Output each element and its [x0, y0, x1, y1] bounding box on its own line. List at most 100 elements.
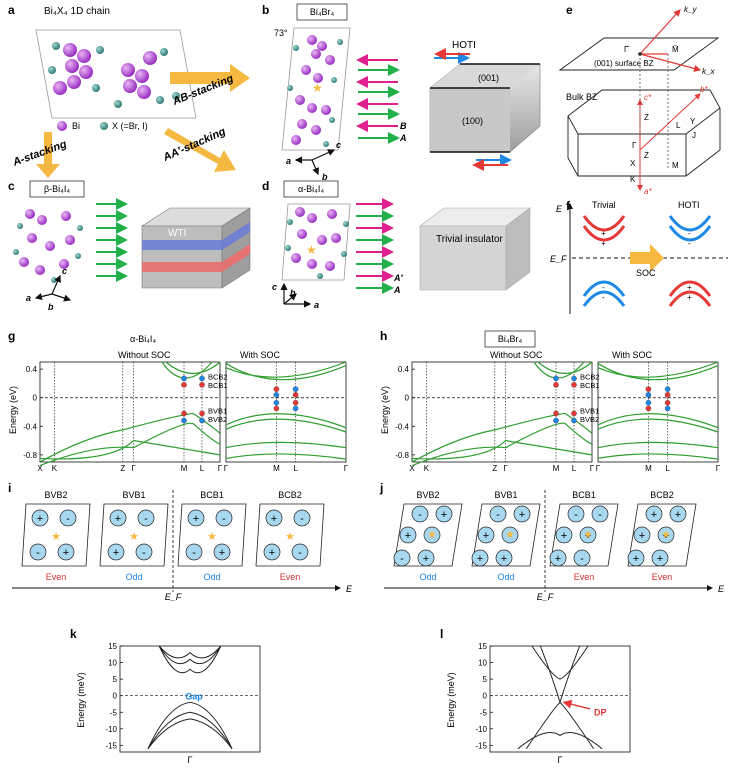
- band-line-soc: [225, 413, 347, 429]
- orbital-circle: [185, 543, 203, 561]
- band-edge-dot-soc: [273, 399, 280, 406]
- svg-text:+: +: [687, 283, 692, 292]
- label-A: A: [399, 133, 407, 143]
- band-line: [39, 439, 221, 460]
- band-edge-dot: [553, 417, 559, 424]
- panel-g: g α-Bi₄I₄ Without SOC With SOC Energy (e…: [8, 329, 349, 473]
- bz-M: M: [672, 161, 679, 170]
- orbital-circle: [215, 509, 233, 527]
- ef-axis-label: E_F: [165, 592, 182, 602]
- orbital-circle: [477, 526, 495, 544]
- orbital-sign: -: [508, 530, 512, 542]
- svg-text:-: -: [688, 229, 691, 238]
- chain-atoms: [48, 42, 180, 108]
- f-trivial-label: Trivial: [592, 200, 616, 210]
- bulk-bz: [567, 54, 721, 191]
- orbital-sign: -: [36, 547, 40, 559]
- band-edge-dot-soc: [645, 392, 652, 398]
- panel-label-g: g: [8, 329, 15, 343]
- band-edge-dot-soc: [645, 405, 652, 412]
- x-label: Γ: [558, 755, 563, 765]
- state-name: BCB1: [200, 490, 224, 500]
- state-name: BCB2: [278, 490, 302, 500]
- orbital-circle: [471, 549, 489, 567]
- panel-label-i: i: [8, 481, 11, 495]
- orbital-sign: +: [113, 547, 119, 559]
- orbital-sign: +: [561, 530, 567, 542]
- band-line-soc: [597, 361, 719, 378]
- edge-band: [158, 645, 222, 659]
- k-label: L: [200, 464, 205, 473]
- state-name: BVB1: [122, 490, 145, 500]
- band-edge-dot-soc: [292, 405, 299, 412]
- dp-label: DP: [594, 708, 607, 718]
- inversion-star: ★: [312, 81, 323, 95]
- edge-frame: [489, 645, 631, 753]
- orbital-circle: [495, 549, 513, 567]
- ytick-label: -0.8: [23, 451, 37, 460]
- panel-d-title-box: [283, 180, 339, 198]
- orbital-circle: [135, 543, 153, 561]
- band-edge-dot-soc: [292, 399, 299, 406]
- edge-band: [517, 732, 603, 750]
- band-edge-dot-soc: [664, 405, 671, 412]
- gamma-bar: Γ̄: [624, 45, 630, 54]
- orbital-circle: [573, 549, 591, 567]
- inversion-star: ★: [661, 529, 671, 541]
- ytick-label: 0.4: [26, 365, 38, 374]
- panel-i: i BVB2+--+★EvenBVB1+-+-★OddBCB1+--+★OddB…: [8, 481, 353, 602]
- parity-label: Odd: [203, 572, 220, 582]
- h-ylabel: Energy (eV): [380, 386, 390, 434]
- band-line-soc: [597, 362, 719, 381]
- axis-d-c: c: [272, 282, 277, 292]
- orbital-sign: +: [37, 513, 43, 525]
- bz-X: X: [630, 159, 636, 168]
- band-edge-dot: [181, 382, 187, 388]
- panel-d: d α-Bi₄I₄ ★ A′ A c b: [262, 179, 531, 310]
- edge-band: [531, 645, 589, 680]
- band-edge-dot: [571, 410, 577, 417]
- inversion-star: ★: [51, 531, 61, 543]
- band-edge-dot-soc: [664, 392, 671, 398]
- panel-label-b: b: [262, 3, 269, 17]
- edge-band: [158, 645, 222, 665]
- orbital-circle: [627, 549, 645, 567]
- legend-bi: Bi: [72, 121, 80, 131]
- panel-j: j BVB2-++--+★OddBVB1-++-++★OddBCB1--+++-…: [379, 481, 725, 602]
- orbital-sign: +: [657, 553, 663, 565]
- bz-L: L: [676, 121, 681, 130]
- k-label: Γ: [224, 464, 229, 473]
- band-edge-dot-soc: [273, 386, 280, 392]
- band-line: [165, 361, 221, 374]
- edge-band: [147, 718, 233, 749]
- orbital-circle: [645, 505, 663, 523]
- unit-cell-d: [281, 203, 351, 281]
- g-right-title: With SOC: [240, 350, 281, 360]
- kx-label: k_x: [702, 67, 715, 76]
- h-left-title: Without SOC: [490, 350, 543, 360]
- orbital-sign: +: [405, 530, 411, 542]
- panel-d-title: α-Bi₄I₄: [298, 184, 324, 194]
- orbital-circle: [435, 505, 453, 523]
- axis-c-a: a: [26, 293, 31, 303]
- band-line: [537, 361, 593, 374]
- crystal-b-atoms: [287, 35, 343, 147]
- orbital-circle: [29, 543, 47, 561]
- band-edge-dot: [181, 417, 187, 424]
- ytick-label: -10: [475, 725, 487, 734]
- ytick-label: 0: [483, 692, 488, 701]
- bstar-label: b*: [700, 85, 708, 94]
- ytick-label: 0: [33, 394, 38, 403]
- orbital-circle: [567, 505, 585, 523]
- k-label: L: [572, 464, 577, 473]
- bz-Z1: Z: [644, 113, 649, 122]
- k-label: Γ: [131, 464, 136, 473]
- ytick-label: -0.4: [23, 422, 37, 431]
- edge-band: [539, 645, 581, 705]
- e-axis-label: E: [346, 584, 353, 594]
- state-name: BVB2: [416, 490, 439, 500]
- orbital-sign: -: [142, 547, 146, 559]
- band-line-soc: [597, 453, 719, 460]
- orbital-sign: +: [423, 553, 429, 565]
